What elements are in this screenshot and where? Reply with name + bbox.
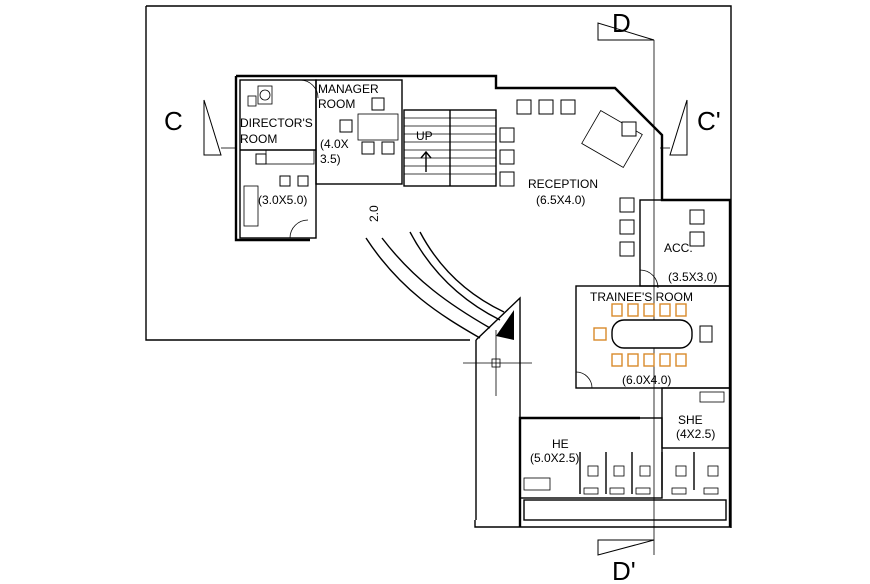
manager-room-dimension-2: 3.5) bbox=[320, 152, 341, 166]
section-mark-c-prime: C' bbox=[697, 106, 721, 136]
she-label: SHE bbox=[678, 413, 703, 427]
manager-room-label: MANAGER bbox=[318, 82, 379, 96]
curved-ramp bbox=[365, 231, 521, 520]
staircase-label: UP bbox=[416, 129, 433, 143]
director-room-label-2: ROOM bbox=[240, 132, 277, 146]
reception-label: RECEPTION bbox=[528, 177, 598, 191]
section-mark-d: D bbox=[612, 8, 631, 38]
acc-room bbox=[639, 199, 731, 289]
he-dimension: (5.0X2.5) bbox=[530, 451, 579, 465]
trainees-room-dimension: (6.0X4.0) bbox=[622, 373, 671, 387]
director-room-label: DIRECTOR'S bbox=[240, 116, 313, 130]
manager-room bbox=[299, 79, 403, 185]
director-room-dimension: (3.0X5.0) bbox=[258, 193, 307, 207]
acc-room-label: ACC. bbox=[664, 241, 693, 255]
she-toilet bbox=[661, 387, 731, 495]
section-mark-d-prime: D' bbox=[612, 556, 636, 584]
trainees-room-label: TRAINEE'S ROOM bbox=[590, 290, 693, 304]
crosshair-cursor-icon bbox=[463, 330, 532, 396]
manager-room-label-2: ROOM bbox=[318, 97, 355, 111]
staircase bbox=[403, 109, 497, 187]
corridor-dimension: 2.0 bbox=[367, 205, 381, 222]
site-boundary bbox=[145, 5, 732, 528]
section-mark-c: C bbox=[164, 106, 183, 136]
she-dimension: (4X2.5) bbox=[676, 427, 715, 441]
acc-room-dimension: (3.5X3.0) bbox=[668, 270, 717, 284]
manager-room-dimension: (4.0X bbox=[320, 137, 349, 151]
reception-dimension: (6.5X4.0) bbox=[536, 193, 585, 207]
section-line-c bbox=[203, 99, 688, 156]
he-label: HE bbox=[552, 437, 569, 451]
director-room bbox=[239, 79, 317, 239]
trainees-room bbox=[575, 285, 731, 389]
he-toilet bbox=[519, 417, 727, 521]
reception-area bbox=[499, 99, 643, 257]
